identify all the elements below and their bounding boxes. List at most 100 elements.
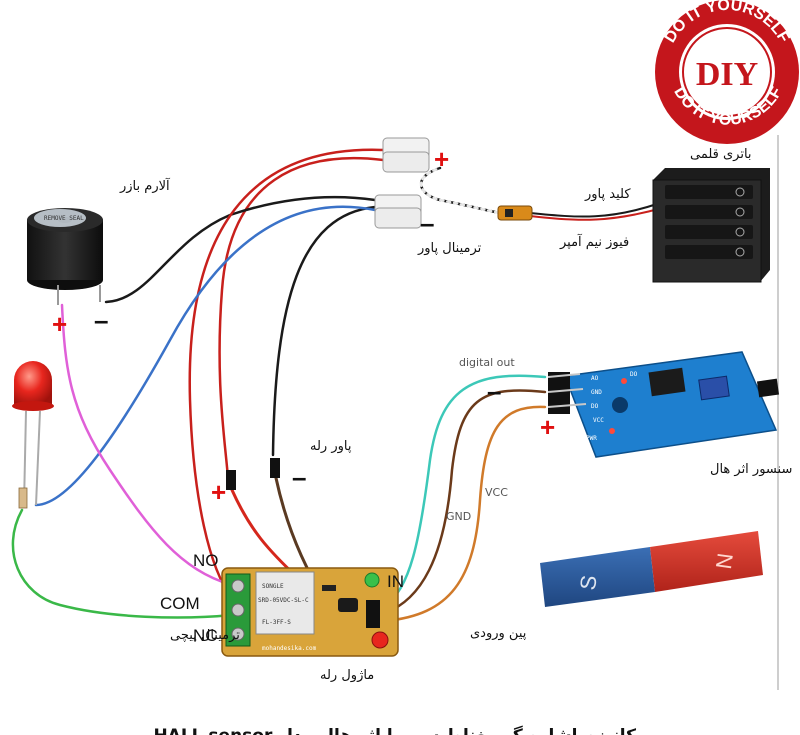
sensor-led-do [621,378,627,384]
battery-slot-2 [665,205,753,219]
badge-inner-stroke [682,27,772,117]
relay-plus-sign: + [211,477,226,507]
magnet-south-label: S [575,574,602,592]
led-rim [12,401,54,411]
screw-3 [231,627,245,641]
terminal-block-bottom2 [374,207,422,229]
buzzer-label: آلارم بازر [119,177,171,194]
sensor-pin-2 [547,388,584,393]
switch-body [497,205,533,221]
relay-header [366,600,380,628]
bar-magnet: S N [540,531,763,607]
input-pin-label: پین ورودی [470,626,527,641]
wire-magenta-buzzer-no [60,303,234,587]
relay-led-red [371,631,389,649]
wire-brown-gnd [383,389,547,615]
screw-2 [231,603,245,617]
relay-diode [322,585,336,591]
led-leg-2 [35,410,41,506]
wire-black-buzzer-minus [104,195,377,304]
vcc-label: VCC [485,486,508,499]
battery-spring-4 [735,247,745,257]
magnet-south-half [540,547,655,607]
battery-holder [652,168,770,283]
sensor-pin-3 [547,403,587,408]
sensor-pins-header [548,372,570,414]
relay-minus-connector [270,458,280,478]
sensor-pin-label-1: AO [591,375,599,382]
led-resistor [18,487,28,509]
terminal-minus-sign: – [420,208,434,238]
sensor-pin-1 [547,373,581,378]
hall-sensor-label: سنسور اثر هال [710,462,792,477]
wire-cyan-digital-out [383,374,547,607]
battery-spring-3 [735,227,745,237]
relay-website: mohandesika.com [262,645,317,652]
terminal-plus-sign: + [434,144,449,174]
sensor-plus-sign: + [540,412,555,442]
battery-spring-1 [735,187,745,197]
badge-inner-ring [679,24,775,120]
relay-model: SRD-05VDC-SL-C [258,597,309,604]
magnet-north-half [650,531,763,592]
figure-caption: مکانیزم اشاره گر مغناطیسی با اثر هال مدل… [153,725,646,735]
relay-model2: FL-3FF-S [262,619,291,626]
power-terminal-label: ترمینال پاور [417,241,482,256]
wire-red-relay-vcc [230,488,302,582]
buzzer-sticker [34,209,86,227]
fuse-label: فیوز نیم آمپر [559,233,629,250]
hall-sensor-module: AO GND DO VCC PWR DO [547,351,780,458]
red-led [12,361,54,509]
wire-battery-red-twist [419,166,502,215]
relay-in-label: IN [387,572,404,591]
sensor-pin-label-2: GND [591,389,602,396]
badge-center-text: DIY [696,56,758,93]
battery-slot-4 [665,245,753,259]
relay-module-label: ماژول رله [320,668,374,683]
wire-black-relay-minus [271,205,377,457]
relay-com-label: COM [160,594,200,613]
battery-spring-2 [735,207,745,217]
sensor-minus-sign: – [487,376,501,406]
wire-green-led-nc [11,508,234,619]
switch-slider [505,209,513,217]
screw-terminal-label: ترمینال پیچی [170,628,240,643]
relay-transistor [338,598,358,612]
relay-cube [255,571,315,635]
wire-red-terminal-com [188,148,385,600]
relay-brand: SONGLE [262,583,284,590]
relay-minus-sign: – [292,462,306,492]
relay-module: SONGLE SRD-05VDC-SL-C FL-3FF-S mohandesi… [221,567,399,657]
magnet-north-label: N [711,552,738,571]
relay-no-label: NO [193,551,219,570]
sensor-led-power [609,428,615,434]
sensor-pin-label-3: DO [591,403,599,410]
wire-battery-to-switch [529,202,661,218]
relay-plus-connector [226,470,236,490]
buzzer-plus-sign: + [52,309,67,339]
terminal-block-top2 [382,151,430,173]
battery-slot-1 [665,185,753,199]
diy-badge: DO IT YOURSELF DO IT YOURSELF DIY [655,0,799,144]
wire-battery-red [419,166,502,215]
sensor-hall-element [756,378,780,398]
buzzer-sticker-text: REMOVE SEAL [44,215,84,222]
sensor-pin-label-4: VCC [593,417,604,424]
buzzer: REMOVE SEAL [27,208,103,305]
sensor-mount-hole [612,397,628,413]
sensor-chip [648,367,686,397]
wire-red-relay-plus [218,156,385,480]
wire-orange-vcc [383,405,547,623]
digital-out-label: digital out [459,356,515,369]
relay-led-green [364,572,380,588]
power-key-label: کلید پاور [584,187,631,202]
battery-label: باتری قلمی [690,147,752,162]
power-terminal [374,137,430,229]
wire-switch-red [529,207,663,221]
sensor-pwr-label: PWR [586,435,597,442]
relay-power-label: پاور رله [310,439,352,454]
battery-slot-3 [665,225,753,239]
power-switch [497,205,533,221]
gnd-label: GND [446,510,471,523]
